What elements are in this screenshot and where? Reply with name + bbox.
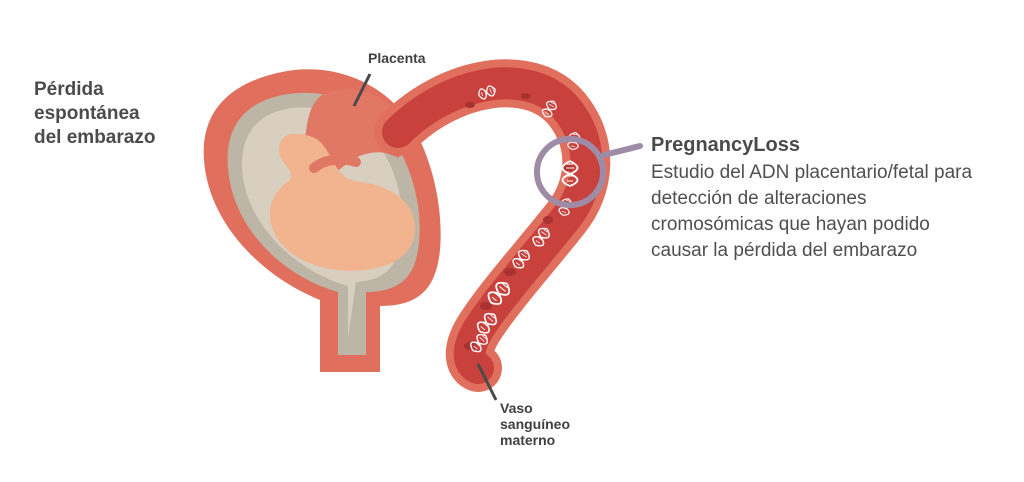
callout-box: PregnancyLoss Estudio del ADN placentari… [651,132,981,264]
maternal-vessel [374,59,611,392]
blood-cell-icon [464,342,476,350]
vessel-label-line: Vaso [500,400,533,416]
blood-cell-icon [521,93,531,99]
vessel-label-line: materno [500,432,556,448]
placenta-leader-line [352,73,372,107]
umbilical-cord [309,154,361,173]
blood-cell-icon [465,102,475,108]
title-line: del embarazo [34,127,156,148]
title-line: espontánea [34,103,140,124]
placenta-label: Placenta [368,50,426,66]
title-line: Pérdida [34,79,104,100]
diagram-title: Pérdida espontánea del embarazo [34,78,224,150]
blood-cell-icon [480,302,492,310]
callout-title: PregnancyLoss [651,134,800,156]
vessel-label-line: sanguíneo [500,416,571,432]
vessel-leader-line [476,363,498,401]
magnifier-icon [534,136,643,208]
vessel-lumen [382,67,603,384]
blood-cell-icon [504,268,516,276]
callout-description: Estudio del ADN placentario/fetal para d… [651,162,973,261]
vessel-label: Vaso sanguíneo materno [500,400,620,448]
fetus [270,133,416,271]
blood-cell-icon [543,216,553,224]
